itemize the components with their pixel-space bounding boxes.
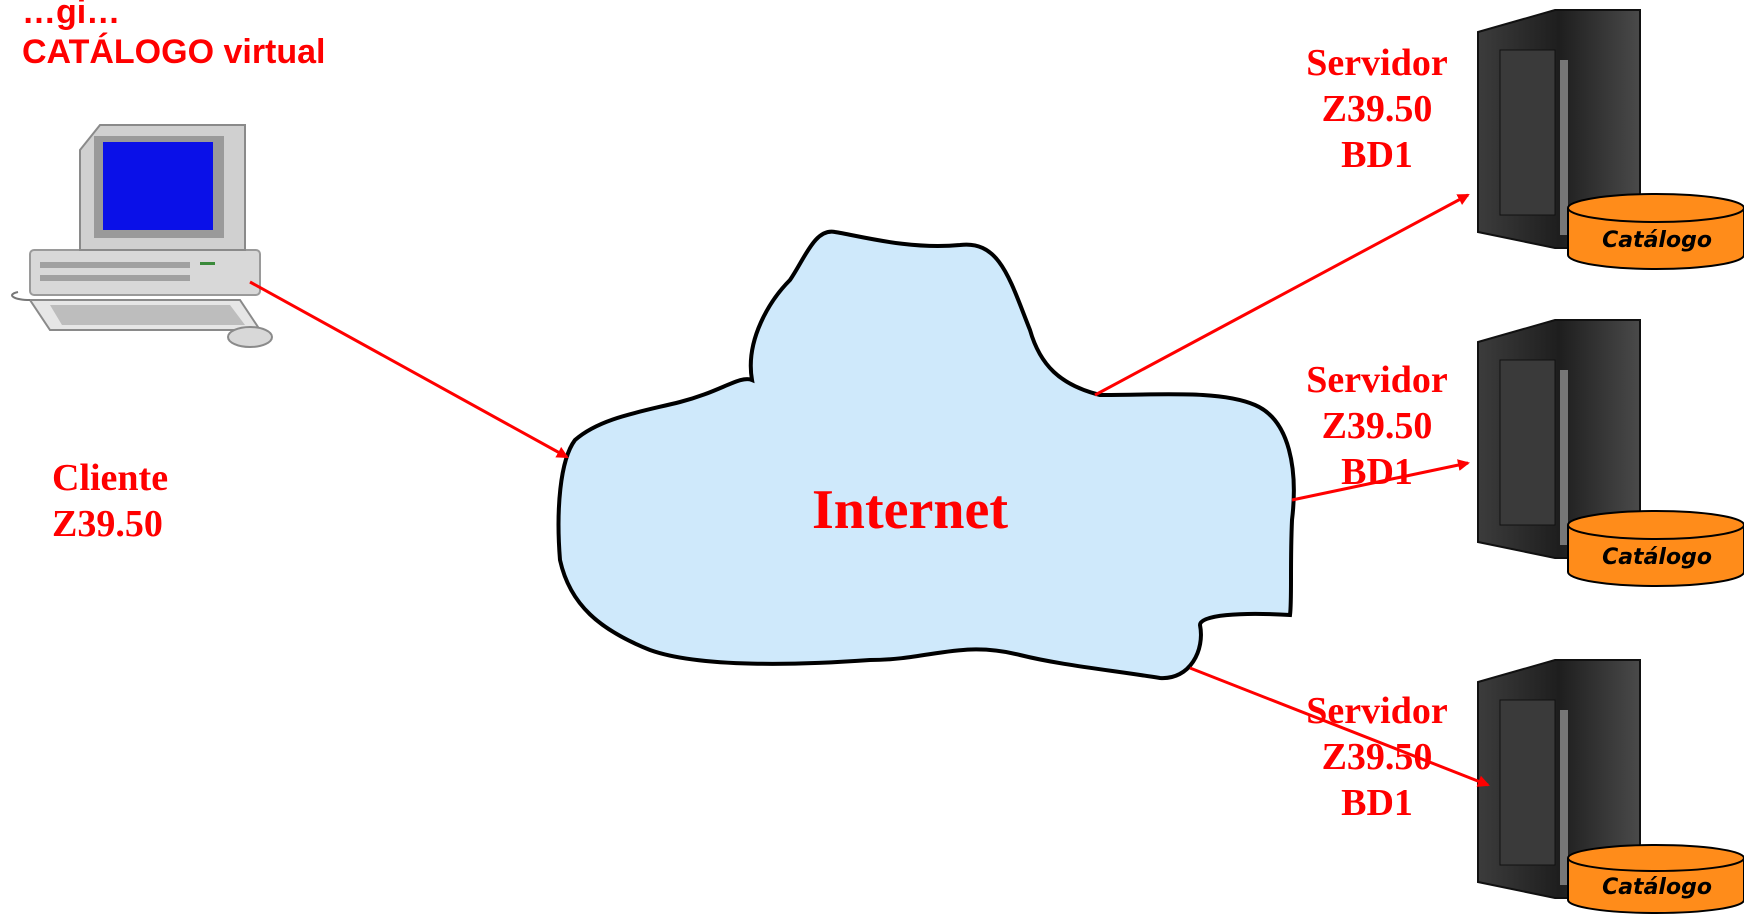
server-1-line-1: Servidor [1306, 42, 1448, 84]
catalog-database-icon-3 [1567, 844, 1744, 914]
server-2-line-2: Z39.50 [1321, 405, 1433, 447]
server-3-line-3: BD1 [1341, 782, 1413, 824]
arrow-internet-to-server-1 [1094, 193, 1470, 397]
catalog-label-2: Catálogo [1602, 545, 1712, 570]
internet-label: Internet [812, 479, 1008, 541]
catalog-database-icon-2 [1567, 510, 1744, 587]
server-3-line-2: Z39.50 [1321, 736, 1433, 778]
client-label-line-1: Cliente [52, 457, 169, 499]
server-label-1: Servidor Z39.50 BD1 [1282, 40, 1472, 178]
title-line-2: CATÁLOGO virtual [22, 33, 326, 71]
arrow-internet-to-server-2 [1291, 459, 1470, 502]
client-label-line-2: Z39.50 [52, 503, 163, 545]
server-tower-3 [1477, 659, 1641, 899]
server-2-line-1: Servidor [1306, 359, 1448, 401]
arrow-internet-to-server-3 [1189, 666, 1490, 787]
catalog-label-3: Catálogo [1602, 875, 1712, 900]
catalog-label-1: Catálogo [1602, 228, 1712, 253]
server-label-2: Servidor Z39.50 BD1 [1282, 357, 1472, 495]
desktop-computer-icon [11, 124, 273, 348]
server-1-line-2: Z39.50 [1321, 88, 1433, 130]
server-1-line-3: BD1 [1341, 134, 1413, 176]
title-line-1: …gi… [22, 0, 121, 31]
catalog-database-icon-1 [1567, 193, 1744, 270]
client-label: Cliente Z39.50 [52, 455, 168, 547]
arrow-client-to-internet [249, 280, 569, 459]
server-label-3: Servidor Z39.50 BD1 [1282, 688, 1472, 826]
slide-title: …gi… CATÁLOGO virtual [22, 0, 326, 72]
server-3-line-1: Servidor [1306, 690, 1448, 732]
internet-cloud [556, 229, 1296, 681]
server-2-line-3: BD1 [1341, 451, 1413, 493]
